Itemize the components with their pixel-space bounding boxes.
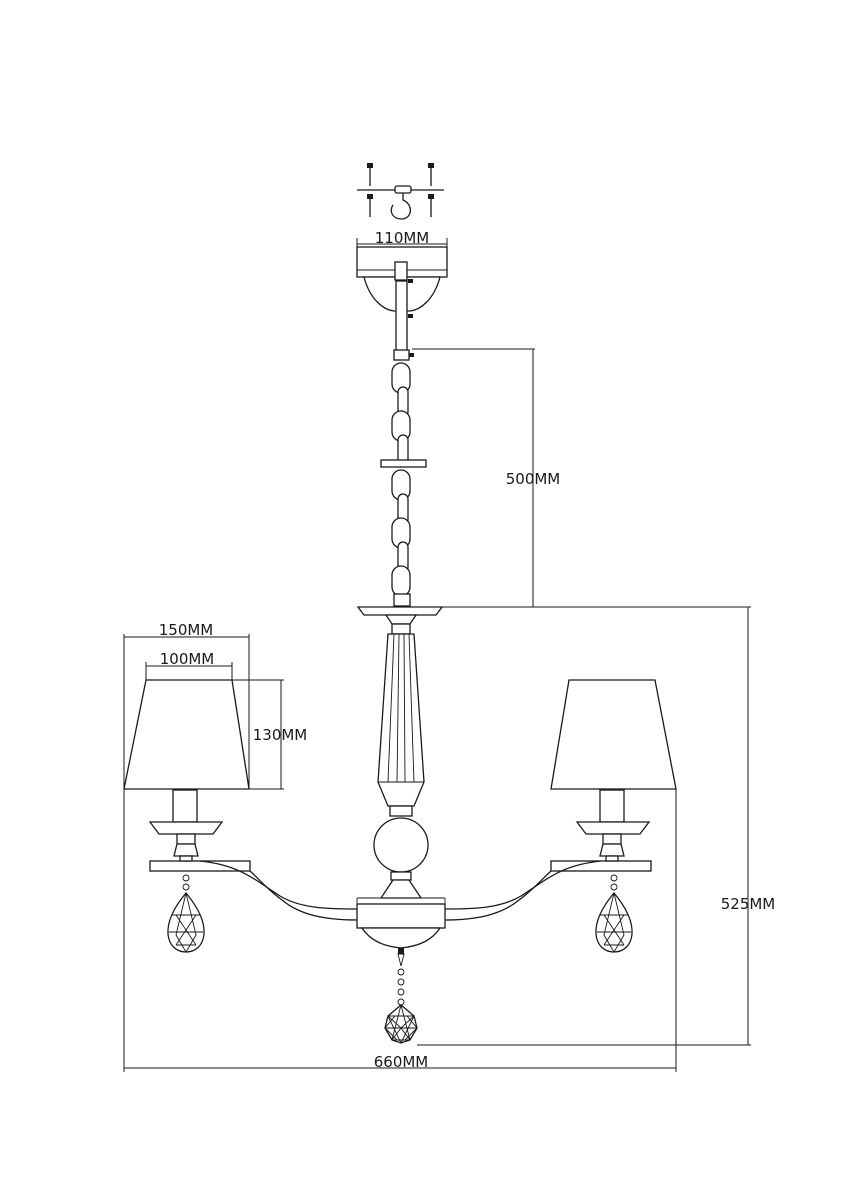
dimension-shade-top-width: 100MM [145,650,233,680]
lamp-shade-right [550,679,677,790]
suspension-rod [393,280,414,361]
total-height-label: 525MM [721,895,776,913]
crystal-pendant-left-icon [167,874,205,953]
chain [380,362,427,607]
screw-icon [367,194,373,217]
dimension-total-height: 525MM [417,606,776,1046]
ceiling-canopy [356,246,448,312]
candle-holder-left [148,789,224,862]
hook-icon [390,193,412,220]
candle-holder-right [575,789,651,862]
shade-height-label: 130MM [253,726,308,744]
screw-icon [367,163,373,186]
mounting-bracket [357,185,444,194]
arm-left [149,860,358,921]
chain-length-label: 500MM [506,470,561,488]
total-width-label: 660MM [374,1053,429,1071]
mounting-hardware [357,163,444,220]
lamp-shade-left [123,679,250,790]
shade-top-width-label: 100MM [160,650,215,668]
dimension-total-width: 660MM [123,789,677,1072]
dimension-chain-length: 500MM [412,348,561,607]
dimension-canopy-width: 110MM [356,229,448,247]
crystal-pendant-right-icon [595,874,633,953]
screw-icon [428,194,434,217]
arm-right [444,860,652,921]
shade-bottom-width-label: 150MM [159,621,214,639]
central-column [356,606,446,1006]
dimension-shade-height: 130MM [232,679,308,790]
dimension-shade-bottom-width: 150MM [123,621,250,789]
canopy-width-label: 110MM [375,229,430,247]
central-crystal-icon [384,1004,418,1044]
screw-icon [428,163,434,186]
